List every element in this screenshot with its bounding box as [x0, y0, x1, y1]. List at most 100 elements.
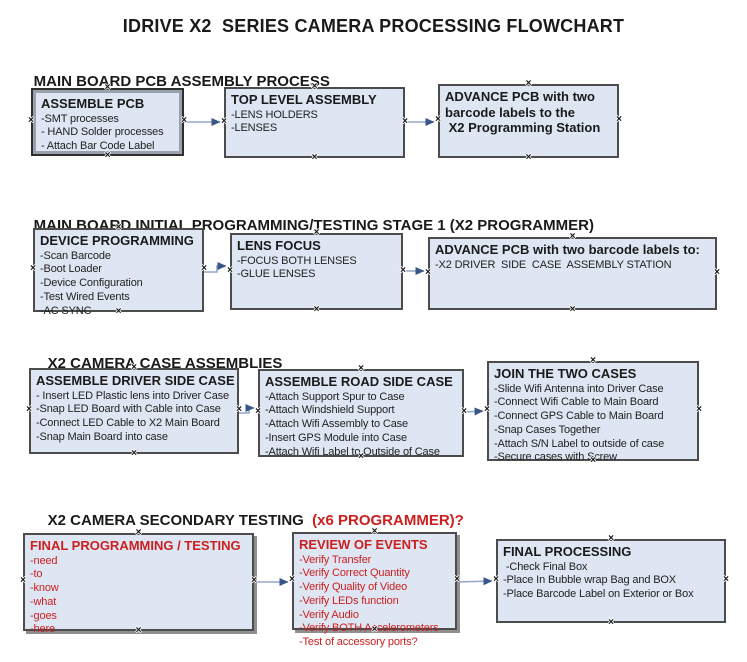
connector-handle-icon[interactable]: × [115, 222, 122, 233]
section-heading-text: X2 CAMERA CASE ASSEMBLIES [47, 355, 283, 372]
connector-handle-icon[interactable]: × [251, 575, 257, 586]
page-title: IDRIVE X2 SERIES CAMERA PROCESSING FLOWC… [122, 16, 625, 36]
box-line: -Boot Loader [40, 263, 102, 276]
box-line: -Verify Audio [299, 608, 359, 621]
flow-box-final-processing[interactable]: FINAL PROCESSING -Check Final Box -Place… [493, 534, 729, 628]
box-line: -Snap Cases Together [494, 423, 601, 436]
connector-handle-icon[interactable]: × [358, 451, 364, 462]
connector-handle-icon[interactable]: × [425, 266, 431, 278]
connector-handle-icon[interactable]: × [311, 81, 318, 92]
box-line: -Device Configuration [40, 277, 143, 290]
connector-handle-icon[interactable]: × [525, 152, 532, 163]
connector-handle-icon[interactable]: × [569, 231, 576, 242]
flow-box-device-programming[interactable]: DEVICE PROGRAMMING -Scan Barcode -Boot L… [30, 223, 207, 317]
connector-handle-icon[interactable]: × [696, 404, 702, 415]
connector-handle-icon[interactable]: × [402, 115, 408, 127]
section-heading-text: MAIN BOARD PCB ASSEMBLY PROCESS [33, 73, 330, 90]
flow-box-review-of-events[interactable]: REVIEW OF EVENTS -Verify Transfer -Verif… [289, 527, 460, 649]
box-line: -Place In Bubble wrap Bag and BOX [503, 574, 676, 587]
box-line: -know [30, 582, 59, 595]
flow-box-advance-pcb-driver-side[interactable]: ADVANCE PCB with two barcode labels to: … [425, 232, 720, 315]
connector-handle-icon[interactable]: × [608, 617, 614, 628]
box-line: -Secure cases with Screw [494, 451, 617, 464]
box-line: -Snap Main Board into case [36, 430, 168, 443]
flow-box-lens-focus[interactable]: LENS FOCUS -FOCUS BOTH LENSES -GLUE LENS… [227, 228, 406, 315]
connector-handle-icon[interactable]: × [313, 227, 320, 238]
box-line: -goes [30, 609, 57, 622]
connector-handle-icon[interactable]: × [461, 406, 467, 417]
connector-handle-icon[interactable]: × [525, 78, 532, 89]
section-heading-secondary-testing: X2 CAMERA SECONDARY TESTING (x6 PROGRAMM… [31, 495, 464, 546]
flow-box-top-level-assembly[interactable]: TOP LEVEL ASSEMBLY -LENS HOLDERS -LENSES… [221, 82, 408, 163]
flow-box-final-programming-testing[interactable]: FINAL PROGRAMMING / TESTING -need -to -k… [20, 528, 257, 636]
connector-handle-icon[interactable]: × [608, 533, 614, 544]
box-line: -Snap LED Board with Cable into Case [36, 403, 221, 416]
connector-handle-icon[interactable]: × [201, 263, 207, 274]
connector-handle-icon[interactable]: × [590, 455, 596, 466]
connector-handle-icon[interactable]: × [484, 404, 490, 415]
connector-handle-icon[interactable]: × [181, 115, 187, 126]
connector-handle-icon[interactable]: × [400, 264, 406, 276]
box-line: -Check Final Box [503, 560, 588, 573]
connector-handle-icon[interactable]: × [131, 362, 137, 373]
section-heading-text: X2 CAMERA SECONDARY TESTING [47, 512, 313, 529]
connector-handle-icon[interactable]: × [104, 82, 111, 93]
connector-handle-icon[interactable]: × [371, 624, 378, 635]
box-title: JOIN THE TWO CASES [494, 366, 637, 381]
section-heading-pcb-assembly: MAIN BOARD PCB ASSEMBLY PROCESS [17, 56, 330, 107]
box-line: -Scan Barcode [40, 249, 111, 262]
connector-handle-icon[interactable]: × [221, 115, 227, 127]
connector-handle-icon[interactable]: × [616, 114, 622, 125]
connector-arrow[interactable] [456, 577, 493, 586]
connector-handle-icon[interactable]: × [115, 306, 122, 317]
flow-box-join-the-two-cases[interactable]: JOIN THE TWO CASES -Slide Wifi Antenna i… [484, 356, 702, 466]
connector-handle-icon[interactable]: × [371, 526, 378, 537]
box-line: -LENSES [231, 122, 278, 135]
connector-handle-icon[interactable]: × [236, 404, 242, 415]
box-line: -Connect GPS Cable to Main Board [494, 410, 664, 423]
connector-handle-icon[interactable]: × [358, 363, 364, 374]
connector-handle-icon[interactable]: × [104, 150, 111, 161]
box-title: REVIEW OF EVENTS [299, 537, 428, 552]
connector-handle-icon[interactable]: × [313, 304, 320, 315]
box-title: DEVICE PROGRAMMING [40, 233, 194, 248]
connector-handle-icon[interactable]: × [311, 152, 318, 163]
connector-handle-icon[interactable]: × [30, 263, 36, 274]
box-title: ADVANCE PCB with two barcode labels to: [435, 242, 700, 257]
connector-handle-icon[interactable]: × [135, 527, 142, 538]
flow-box-advance-pcb-programming-station[interactable]: ADVANCE PCB with two barcode labels to t… [435, 79, 622, 163]
connector-handle-icon[interactable]: × [289, 574, 295, 585]
box-line: - HAND Solder processes [41, 126, 164, 139]
box-line: -here [30, 623, 55, 636]
box-line: -Verify BOTH Accelerometers [299, 622, 439, 635]
section-heading-case-assemblies: X2 CAMERA CASE ASSEMBLIES [31, 338, 283, 389]
box-line: - Attach Bar Code Label [41, 140, 155, 153]
connector-handle-icon[interactable]: × [569, 304, 576, 315]
box-line: -Slide Wifi Antenna into Driver Case [494, 382, 664, 395]
box-line: -Test Wired Events [40, 290, 130, 303]
connector-handle-icon[interactable]: × [714, 266, 720, 278]
connector-handle-icon[interactable]: × [135, 625, 142, 636]
connector-handle-icon[interactable]: × [28, 115, 34, 126]
connector-handle-icon[interactable]: × [435, 114, 441, 125]
box-line: -GLUE LENSES [237, 268, 316, 281]
connector-handle-icon[interactable]: × [723, 574, 729, 585]
connector-handle-icon[interactable]: × [454, 574, 460, 585]
connector-handle-icon[interactable]: × [26, 404, 32, 415]
box-line: -Connect Wifi Cable to Main Board [494, 396, 659, 409]
connector-handle-icon[interactable]: × [131, 448, 137, 459]
flow-box-assemble-pcb[interactable]: ASSEMBLE PCB -SMT processes - HAND Solde… [28, 83, 187, 161]
box-line: -to [30, 568, 43, 581]
box-line: -Verify Quality of Video [299, 581, 408, 594]
connector-handle-icon[interactable]: × [255, 406, 261, 417]
box-line: -Connect LED Cable to X2 Main Board [36, 417, 220, 430]
connector-handle-icon[interactable]: × [227, 264, 233, 276]
box-line: -SMT processes [41, 112, 119, 125]
connector-handle-icon[interactable]: × [493, 574, 499, 585]
box-line: -FOCUS BOTH LENSES [237, 254, 357, 267]
flow-box-assemble-driver-side-case[interactable]: ASSEMBLE DRIVER SIDE CASE - Insert LED P… [26, 363, 242, 459]
connector-handle-icon[interactable]: × [20, 575, 26, 586]
connector-handle-icon[interactable]: × [590, 355, 596, 366]
flow-box-assemble-road-side-case[interactable]: ASSEMBLE ROAD SIDE CASE -Attach Support … [255, 364, 467, 462]
